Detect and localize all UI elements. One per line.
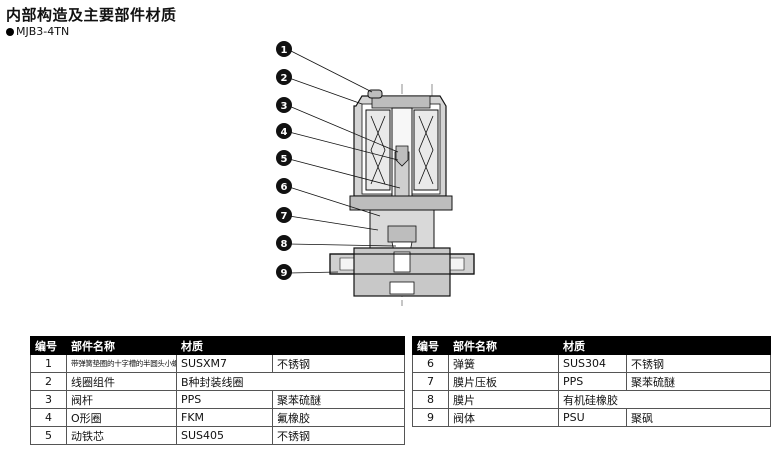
table-row: 1 带弹簧垫圈的十字槽的半圆头小螺钉 SUSXM7 不锈钢 6 弹簧 SUS30… <box>30 354 771 373</box>
table-row: 5 动铁芯 SUS405 不锈钢 <box>30 426 771 445</box>
part-material-note: 聚苯硫醚 <box>626 372 771 391</box>
header-num: 编号 <box>30 336 67 355</box>
svg-text:2: 2 <box>281 73 288 84</box>
callout-9: 9 <box>276 264 339 280</box>
part-name: O形圈 <box>66 408 177 427</box>
part-number: 3 <box>30 390 67 409</box>
part-number: 7 <box>412 372 449 391</box>
part-material-note: 聚砜 <box>626 408 771 427</box>
table-row: 2 线圈组件 B种封装线圈 7 膜片压板 PPS 聚苯硫醚 <box>30 372 771 391</box>
callout-8: 8 <box>276 235 397 251</box>
diaphragm <box>387 225 417 243</box>
table-row: 4 O形圈 FKM 氟橡胶 9 阀体 PSU 聚砜 <box>30 408 771 427</box>
part-material: PPS <box>558 372 627 391</box>
callout-4: 4 <box>276 123 399 161</box>
part-material: 有机硅橡胶 <box>558 390 771 409</box>
header-num-right: 编号 <box>412 336 449 355</box>
part-material-note: 氟橡胶 <box>272 408 405 427</box>
part-material: PSU <box>558 408 627 427</box>
part-material-note: 不锈钢 <box>626 354 771 373</box>
svg-text:8: 8 <box>281 239 288 250</box>
valve-stem <box>395 145 409 167</box>
part-name: 动铁芯 <box>66 426 177 445</box>
part-material-note: 不锈钢 <box>272 426 405 445</box>
part-number: 4 <box>30 408 67 427</box>
valve-cross-section-diagram: 1 2 3 4 5 6 7 8 9 <box>276 41 475 306</box>
part-name: 阀杆 <box>66 390 177 409</box>
part-number: 1 <box>30 354 67 373</box>
part-material: SUSXM7 <box>176 354 273 373</box>
svg-text:1: 1 <box>281 45 288 56</box>
header-name: 部件名称 <box>66 336 177 355</box>
callout-3: 3 <box>276 97 399 153</box>
lower-flange <box>349 195 453 211</box>
callout-6: 6 <box>276 178 381 217</box>
part-material: B种封装线圈 <box>176 372 405 391</box>
svg-text:3: 3 <box>281 101 288 112</box>
coil-right <box>413 109 439 191</box>
part-number: 2 <box>30 372 67 391</box>
part-material-note: 聚苯硫醚 <box>272 390 405 409</box>
page-title: 内部构造及主要部件材质 <box>6 6 177 24</box>
part-material: SUS405 <box>176 426 273 445</box>
part-name: 线圈组件 <box>66 372 177 391</box>
table-row: 3 阀杆 PPS 聚苯硫醚 8 膜片 有机硅橡胶 <box>30 390 771 409</box>
svg-text:6: 6 <box>281 182 288 193</box>
svg-text:9: 9 <box>281 268 288 279</box>
part-material: FKM <box>176 408 273 427</box>
part-number: 9 <box>412 408 449 427</box>
model-name: MJB3-4TN <box>16 25 70 38</box>
part-number: 6 <box>412 354 449 373</box>
part-material: SUS304 <box>558 354 627 373</box>
svg-text:5: 5 <box>281 154 288 165</box>
model-label: MJB3-4TN <box>6 25 69 38</box>
header-material-right: 材质 <box>558 336 771 355</box>
callout-5: 5 <box>276 150 401 189</box>
table-header-row: 编号 部件名称 材质 编号 部件名称 材质 <box>30 336 771 355</box>
header-material: 材质 <box>176 336 405 355</box>
callout-1: 1 <box>276 41 373 93</box>
part-name: 膜片压板 <box>448 372 559 391</box>
coil-left <box>365 109 391 191</box>
column-gap <box>404 336 413 355</box>
callout-7: 7 <box>276 207 379 231</box>
header-name-right: 部件名称 <box>448 336 559 355</box>
part-number: 8 <box>412 390 449 409</box>
svg-text:4: 4 <box>281 127 288 138</box>
part-number: 5 <box>30 426 67 445</box>
part-name: 膜片 <box>448 390 559 409</box>
part-material-note: 不锈钢 <box>272 354 405 373</box>
part-name: 弹簧 <box>448 354 559 373</box>
parts-material-table: 编号 部件名称 材质 编号 部件名称 材质 1 带弹簧垫圈的十字槽的半圆头小螺钉… <box>30 336 771 445</box>
bullet-icon <box>6 27 14 36</box>
part-name: 带弹簧垫圈的十字槽的半圆头小螺钉 <box>66 354 177 373</box>
callout-2: 2 <box>276 69 363 105</box>
part-name: 阀体 <box>448 408 559 427</box>
part-material: PPS <box>176 390 273 409</box>
svg-text:7: 7 <box>281 211 288 222</box>
